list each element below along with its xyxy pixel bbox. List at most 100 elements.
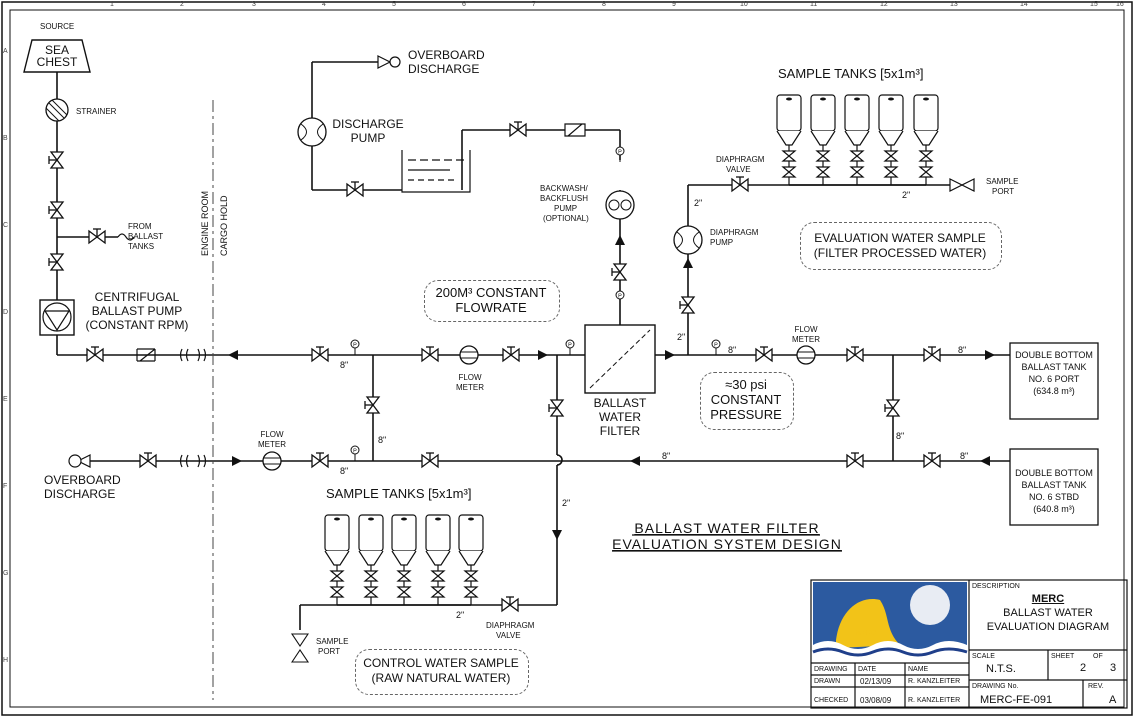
flow-meter-1-label-1: FLOW: [458, 373, 482, 382]
stbd-tank-label-1: DOUBLE BOTTOM: [1015, 468, 1093, 478]
backwash-label-4: (OPTIONAL): [543, 214, 589, 223]
tb-checked-name: R. KANZLEITER: [908, 697, 961, 704]
grid-ref: D: [3, 309, 9, 316]
pipe-size-label: 8": [378, 435, 387, 445]
sample-port-bottom-label-2: PORT: [318, 647, 341, 656]
grid-ref: H: [3, 657, 9, 664]
tb-sheet-value: 2: [1080, 662, 1087, 674]
backwash-label-1: BACKWASH/: [540, 184, 588, 193]
diaphragm-valve-top-label-2: VALVE: [726, 165, 751, 174]
flow-meter-2-label-1: FLOW: [794, 325, 818, 334]
tb-description-label: DESCRIPTION: [972, 583, 1020, 590]
pipe-size-label: 8": [340, 466, 349, 476]
grid-ref: 10: [740, 1, 748, 8]
tb-drawn-label: DRAWN: [814, 678, 841, 685]
from-ballast-label-2: BALLAST: [128, 232, 164, 241]
grid-ref: 8: [602, 1, 606, 8]
grid-ref: 1: [110, 1, 114, 8]
source-label: SOURCE: [40, 22, 75, 31]
overboard-top-label-1: OVERBOARD: [408, 48, 485, 62]
flow-meter-2-label-2: METER: [792, 335, 820, 344]
pressure-label-1: ≈30 psi: [725, 377, 767, 392]
strainer-label: STRAINER: [76, 107, 117, 116]
port-tank-label-4: (634.8 m³): [1033, 386, 1075, 396]
grid-ref: 13: [950, 1, 958, 8]
overboard-bottom-label-1: OVERBOARD: [44, 473, 121, 487]
tb-description-line-1: BALLAST WATER: [1003, 607, 1093, 619]
overboard-top-label-2: DISCHARGE: [408, 62, 480, 76]
grid-ref: 4: [322, 1, 326, 8]
diaphragm-valve-top-label-1: DIAPHRAGM: [716, 155, 765, 164]
tb-description-line-2: EVALUATION DIAGRAM: [986, 621, 1110, 633]
grid-ref: 3: [252, 1, 256, 8]
merc-logo: [812, 582, 968, 662]
grid-ref: E: [3, 396, 8, 403]
diagram-title-line-2: EVALUATION SYSTEM DESIGN: [612, 536, 842, 552]
pipe-size-label: 2": [902, 190, 911, 200]
grid-ref: G: [3, 570, 9, 577]
grid-ref: B: [3, 135, 8, 142]
centrifugal-pump-label-1: CENTRIFUGAL: [94, 290, 180, 304]
grid-ref: 2: [180, 1, 184, 8]
tb-checked-label: CHECKED: [814, 697, 849, 704]
grid-ref: 11: [810, 1, 818, 8]
tb-scale-label: SCALE: [972, 653, 995, 660]
filter-label-3: FILTER: [599, 424, 641, 438]
grid-ref: 5: [392, 1, 396, 8]
pipe-size-label: 8": [728, 345, 737, 355]
grid-ref: F: [3, 483, 8, 490]
flow-meter-1-label-2: METER: [456, 383, 484, 392]
diagram-title-line-1: BALLAST WATER FILTER: [634, 520, 820, 536]
pipe-size-label: 2": [456, 610, 465, 620]
pipe-size-label: 8": [960, 451, 969, 461]
overboard-bottom-label-2: DISCHARGE: [44, 487, 116, 501]
evaluation-sample-label-2: (FILTER PROCESSED WATER): [813, 246, 987, 260]
grid-ref: 14: [1020, 1, 1028, 8]
from-ballast-label-3: TANKS: [128, 242, 155, 251]
backwash-label-3: PUMP: [554, 204, 578, 213]
tb-rev-label: REV.: [1088, 683, 1104, 690]
pipe-size-label: 2": [562, 498, 571, 508]
grid-ref: 7: [532, 1, 536, 8]
pipe-size-label: 8": [340, 360, 349, 370]
from-ballast-label-1: FROM: [128, 222, 152, 231]
sample-port-top-label-1: SAMPLE: [986, 177, 1019, 186]
pipe-size-label: 8": [896, 431, 905, 441]
sample-tanks-top-label: SAMPLE TANKS [5x1m³]: [778, 66, 924, 81]
port-tank-label-3: NO. 6 PORT: [1028, 374, 1080, 384]
evaluation-sample-note: [800, 222, 1002, 270]
evaluation-sample-label-1: EVALUATION WATER SAMPLE: [814, 231, 986, 245]
tb-drawing-no-label: DRAWING No.: [972, 683, 1019, 690]
centrifugal-pump-label-2: BALLAST PUMP: [91, 304, 183, 318]
tb-of-label: OF: [1093, 653, 1103, 660]
pressure-note: [700, 372, 794, 430]
flowrate-label-2: FLOWRATE: [455, 300, 527, 315]
diaphragm-valve-bottom-label-1: DIAPHRAGM: [486, 621, 535, 630]
sea-chest-label-2: CHEST: [36, 55, 78, 69]
tb-rev-value: A: [1109, 694, 1117, 706]
tb-col-name: NAME: [908, 666, 929, 673]
grid-ref: A: [3, 48, 8, 55]
backwash-label-2: BACKFLUSH: [540, 194, 589, 203]
flow-meter-3-label-1: FLOW: [260, 430, 284, 439]
tb-drawn-name: R. KANZLEITER: [908, 678, 961, 685]
sample-port-bottom-label-1: SAMPLE: [316, 637, 349, 646]
grid-ref: 9: [672, 1, 676, 8]
sample-tanks-bottom-label: SAMPLE TANKS [5x1m³]: [326, 486, 472, 501]
tb-scale-value: N.T.S.: [986, 663, 1016, 675]
diaphragm-valve-bottom-label-2: VALVE: [496, 631, 521, 640]
tb-checked-date: 03/08/09: [860, 696, 892, 705]
control-sample-label-2: (RAW NATURAL WATER): [371, 671, 511, 685]
pressure-label-3: PRESSURE: [710, 407, 782, 422]
grid-ref: 16: [1116, 1, 1124, 8]
diaphragm-pump-label-2: PUMP: [710, 238, 734, 247]
pressure-label-2: CONSTANT: [710, 392, 782, 407]
flowrate-note: [424, 280, 560, 322]
pipe-size-label: 8": [662, 451, 671, 461]
sample-port-top-label-2: PORT: [992, 187, 1015, 196]
grid-ref: 15: [1090, 1, 1098, 8]
tb-col-drawing: DRAWING: [814, 666, 848, 673]
pipe-size-label: 2": [677, 332, 686, 342]
pipe-size-label: 2": [694, 198, 703, 208]
tb-col-date: DATE: [858, 666, 877, 673]
